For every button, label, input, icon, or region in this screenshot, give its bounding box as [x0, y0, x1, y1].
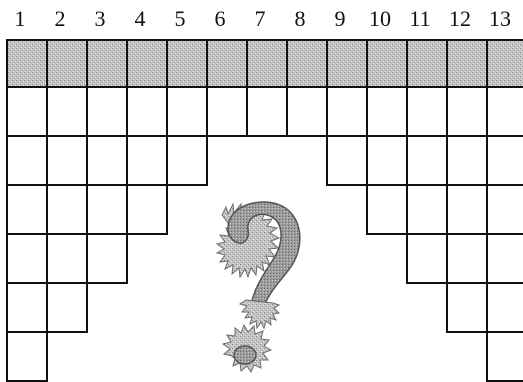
grid-cell — [7, 332, 47, 381]
grid-cell — [407, 234, 447, 283]
grid-cell — [367, 87, 407, 136]
column-label: 8 — [295, 6, 306, 31]
grid-cell — [487, 87, 523, 136]
column-label: 12 — [449, 6, 471, 31]
grid-cell — [407, 87, 447, 136]
grid-cell — [487, 234, 523, 283]
grid-cell — [287, 87, 327, 136]
column-label: 6 — [215, 6, 226, 31]
column-label: 5 — [175, 6, 186, 31]
grid-cell — [7, 234, 47, 283]
grid-cell — [47, 87, 87, 136]
grid-cell — [167, 87, 207, 136]
column-label: 9 — [335, 6, 346, 31]
header-cell — [287, 40, 327, 87]
grid-cell — [407, 136, 447, 185]
grid-cell — [47, 234, 87, 283]
grid-cell — [487, 283, 523, 332]
header-cell — [47, 40, 87, 87]
header-cell — [207, 40, 247, 87]
grid-cell — [127, 185, 167, 234]
column-label: 7 — [255, 6, 266, 31]
grid-cell — [327, 87, 367, 136]
grid-cell — [7, 87, 47, 136]
header-cell — [247, 40, 287, 87]
grid-cell — [7, 185, 47, 234]
grid-cell — [367, 185, 407, 234]
grid-cell — [327, 136, 367, 185]
grid-cell — [87, 87, 127, 136]
column-label: 10 — [369, 6, 391, 31]
grid-cell — [447, 136, 487, 185]
grid-cell — [47, 136, 87, 185]
header-cell — [367, 40, 407, 87]
grid-cell — [207, 87, 247, 136]
grid-cell — [487, 185, 523, 234]
grid-cell — [127, 136, 167, 185]
grid-cell — [87, 234, 127, 283]
grid-cell — [407, 185, 447, 234]
grid-cell — [127, 87, 167, 136]
header-cell — [327, 40, 367, 87]
grid-cell — [7, 136, 47, 185]
grid-cell — [447, 185, 487, 234]
header-cell — [407, 40, 447, 87]
question-mark-icon — [217, 202, 300, 372]
grid-cell — [367, 136, 407, 185]
grid-cell — [47, 185, 87, 234]
header-cell — [447, 40, 487, 87]
grid-cell — [487, 332, 523, 381]
header-cell — [7, 40, 47, 87]
grid-cell — [447, 283, 487, 332]
column-label: 2 — [55, 6, 66, 31]
header-cell — [87, 40, 127, 87]
header-cell — [487, 40, 523, 87]
grid-cell — [487, 136, 523, 185]
header-cell — [127, 40, 167, 87]
grid-cell — [167, 136, 207, 185]
grid-cell — [447, 234, 487, 283]
column-label: 11 — [409, 6, 430, 31]
header-cell — [167, 40, 207, 87]
header-row — [7, 40, 523, 87]
grid-cell — [7, 283, 47, 332]
grid-cell — [47, 283, 87, 332]
column-label: 4 — [135, 6, 146, 31]
column-label: 1 — [15, 6, 26, 31]
column-label: 13 — [489, 6, 511, 31]
grid-cell — [247, 87, 287, 136]
grid-cell — [87, 136, 127, 185]
grid-cell — [87, 185, 127, 234]
column-label: 3 — [95, 6, 106, 31]
grid-cell — [447, 87, 487, 136]
